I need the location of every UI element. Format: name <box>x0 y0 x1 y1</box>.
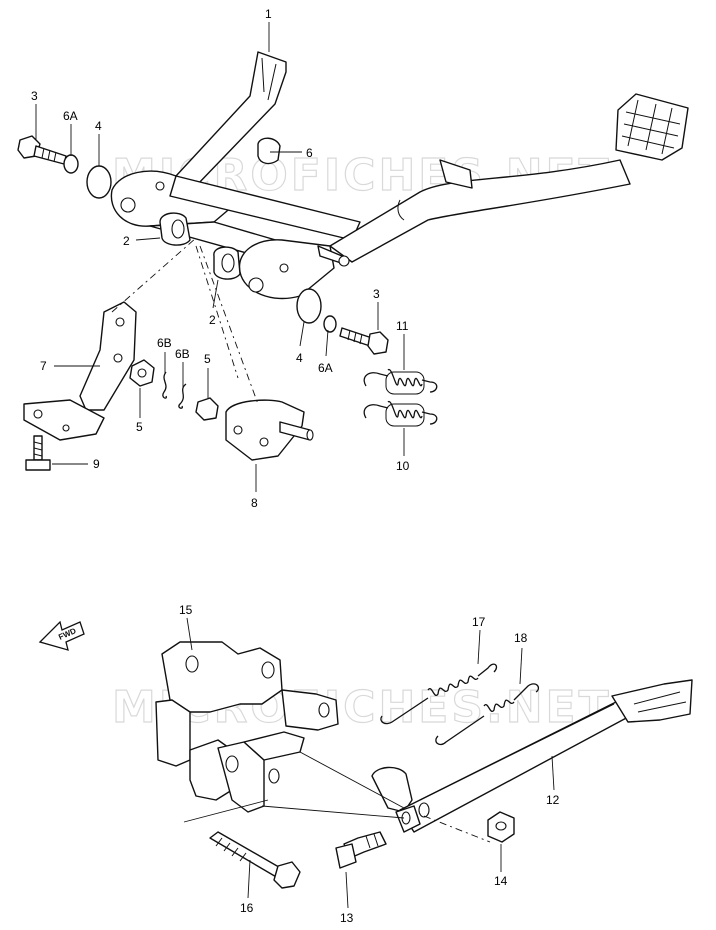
callout-3-top: 3 <box>31 89 38 103</box>
part-3-bolt-bottom <box>339 327 389 355</box>
callout-6b-a: 6B <box>157 336 172 350</box>
callout-6b-b: 6B <box>175 347 190 361</box>
assembly-line-2 <box>195 245 239 379</box>
callout-4-bottom: 4 <box>296 351 303 365</box>
part-17-spring <box>380 663 498 725</box>
callout-4-top: 4 <box>95 119 102 133</box>
callout-6a-top: 6A <box>63 109 78 123</box>
part-12-side-stand <box>371 679 693 833</box>
callout-6: 6 <box>306 146 313 160</box>
callout-3-bottom: 3 <box>373 287 380 301</box>
part-4-washer-top <box>86 165 112 199</box>
part-6b-clip-b <box>178 383 187 409</box>
callout-12: 12 <box>546 793 560 807</box>
part-6-cap <box>257 137 281 165</box>
part-5-nut-a <box>129 359 155 387</box>
part-9-bolt <box>25 435 51 471</box>
leader-lines-lower <box>186 617 555 909</box>
part-13-pivot-bolt <box>335 831 387 869</box>
part-10-spring <box>363 401 438 427</box>
leader-lines-upper <box>35 22 405 492</box>
assembly-line-3 <box>199 245 259 405</box>
assembly-line-7 <box>423 815 491 843</box>
part-6a-washer-top <box>63 154 79 174</box>
part-15-stand-bracket <box>155 641 339 813</box>
callout-11: 11 <box>396 319 409 333</box>
part-11-spring <box>363 369 438 395</box>
callout-15: 15 <box>179 603 193 617</box>
part-14-nut <box>487 811 515 843</box>
callout-2-a: 2 <box>123 234 130 248</box>
part-2-bushing-b <box>213 246 241 280</box>
fwd-arrow-icon: FWD <box>38 620 85 651</box>
callout-18: 18 <box>514 631 528 645</box>
callout-2-b: 2 <box>209 313 216 327</box>
callout-1: 1 <box>265 7 272 21</box>
assembly-line-4 <box>261 805 405 819</box>
callout-5-a: 5 <box>136 420 143 434</box>
callout-5-b: 5 <box>204 352 211 366</box>
part-2-bushing-a <box>159 212 191 246</box>
assembly-line-1 <box>111 237 197 313</box>
assembly-line-6 <box>183 799 269 823</box>
callout-13: 13 <box>340 911 354 925</box>
callout-10: 10 <box>396 459 410 473</box>
part-18-spring <box>435 683 540 746</box>
part-6a-washer-bottom <box>323 315 337 333</box>
part-3-bolt-top <box>17 135 67 165</box>
assembly-line-5 <box>299 751 405 809</box>
callout-8: 8 <box>251 496 258 510</box>
part-16-bolt <box>209 831 301 889</box>
callout-6a-bottom: 6A <box>318 361 333 375</box>
part-5-nut-b <box>195 397 219 421</box>
callout-9: 9 <box>93 457 100 471</box>
callout-16: 16 <box>240 901 254 915</box>
part-8-pivot-bracket <box>225 399 314 461</box>
part-7-bracket <box>23 301 137 441</box>
callout-7: 7 <box>40 359 47 373</box>
callout-14: 14 <box>494 874 508 888</box>
part-1-footrest-bar <box>110 51 689 300</box>
part-6b-clip-a <box>162 371 167 399</box>
callout-17: 17 <box>472 615 486 629</box>
part-4-washer-bottom <box>296 288 322 324</box>
